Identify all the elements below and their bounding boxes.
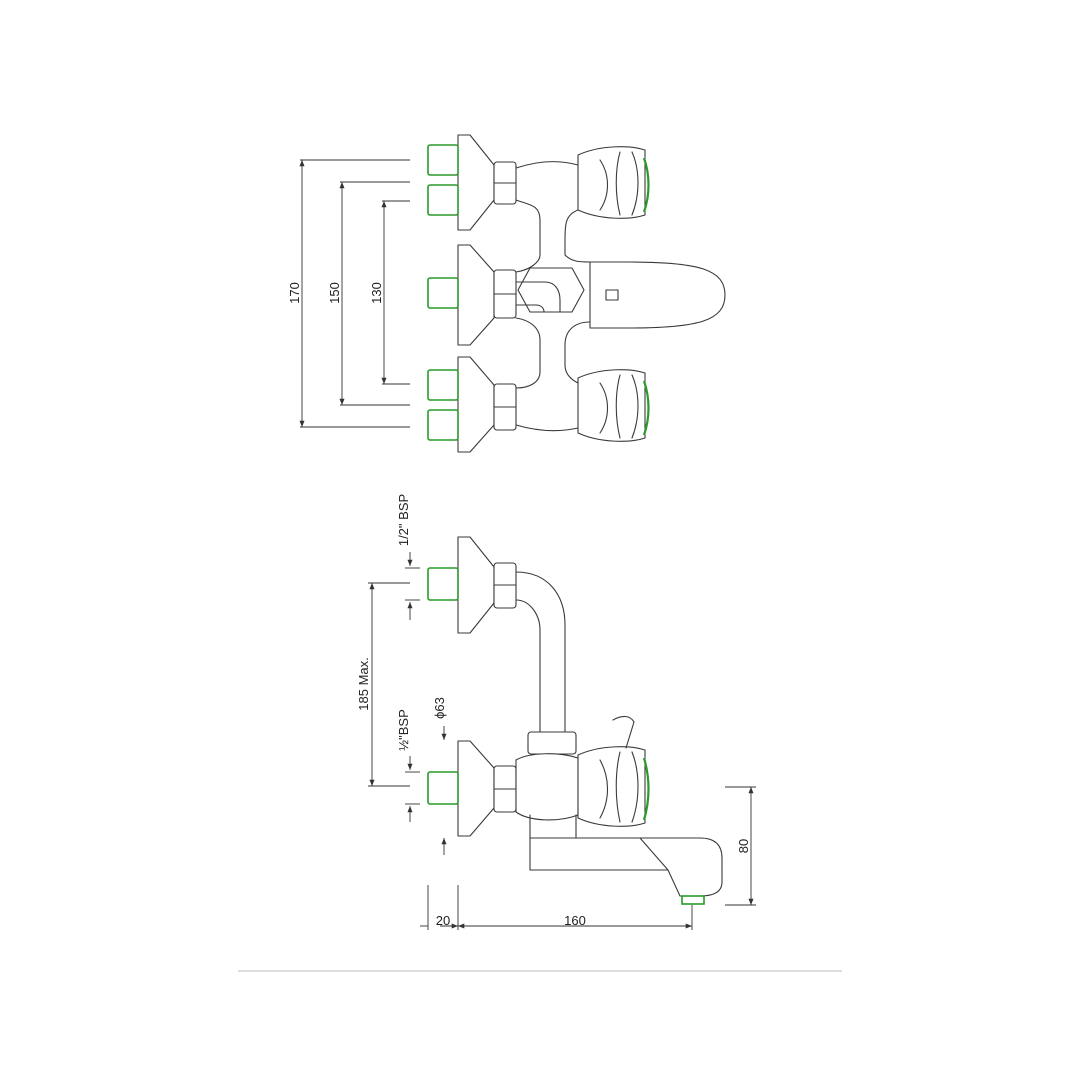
- mixer-body: [515, 731, 579, 839]
- handle-side: [577, 715, 650, 827]
- dim-label-diameter: ϕ63: [432, 697, 447, 719]
- dim-label-185-max: 185 Max.: [356, 657, 371, 710]
- dim-label-160: 160: [564, 913, 586, 928]
- dim-label-130: 130: [369, 282, 384, 304]
- connectors-green: [427, 144, 459, 441]
- dim-label-150: 150: [327, 282, 342, 304]
- side-view: 1/2" BSP 185 Max. ½"BSP ϕ63 20 160 80: [356, 494, 756, 930]
- dim-label-20: 20: [436, 913, 450, 928]
- flange-middle: [457, 244, 495, 346]
- handle-bottom: [577, 369, 650, 442]
- flange-upper-side: [427, 536, 517, 634]
- body-pipes: [515, 161, 591, 432]
- handle-top: [577, 146, 650, 219]
- flange-lower-side: [427, 740, 517, 837]
- dim-label-170: 170: [287, 282, 302, 304]
- lever-middle: [589, 261, 726, 329]
- top-view: 170 150 130: [287, 134, 726, 453]
- dim-label-thread-bottom: ½"BSP: [396, 709, 411, 750]
- riser-pipe: [515, 571, 566, 733]
- dimension-lines-side: [368, 552, 756, 930]
- dimension-lines-top: [299, 159, 410, 428]
- dim-label-80: 80: [736, 839, 751, 853]
- spout: [529, 837, 723, 905]
- flange-top: [457, 134, 495, 231]
- dim-label-thread-top: 1/2" BSP: [396, 494, 411, 546]
- flange-bottom: [457, 356, 495, 453]
- hex-nuts: [493, 161, 517, 431]
